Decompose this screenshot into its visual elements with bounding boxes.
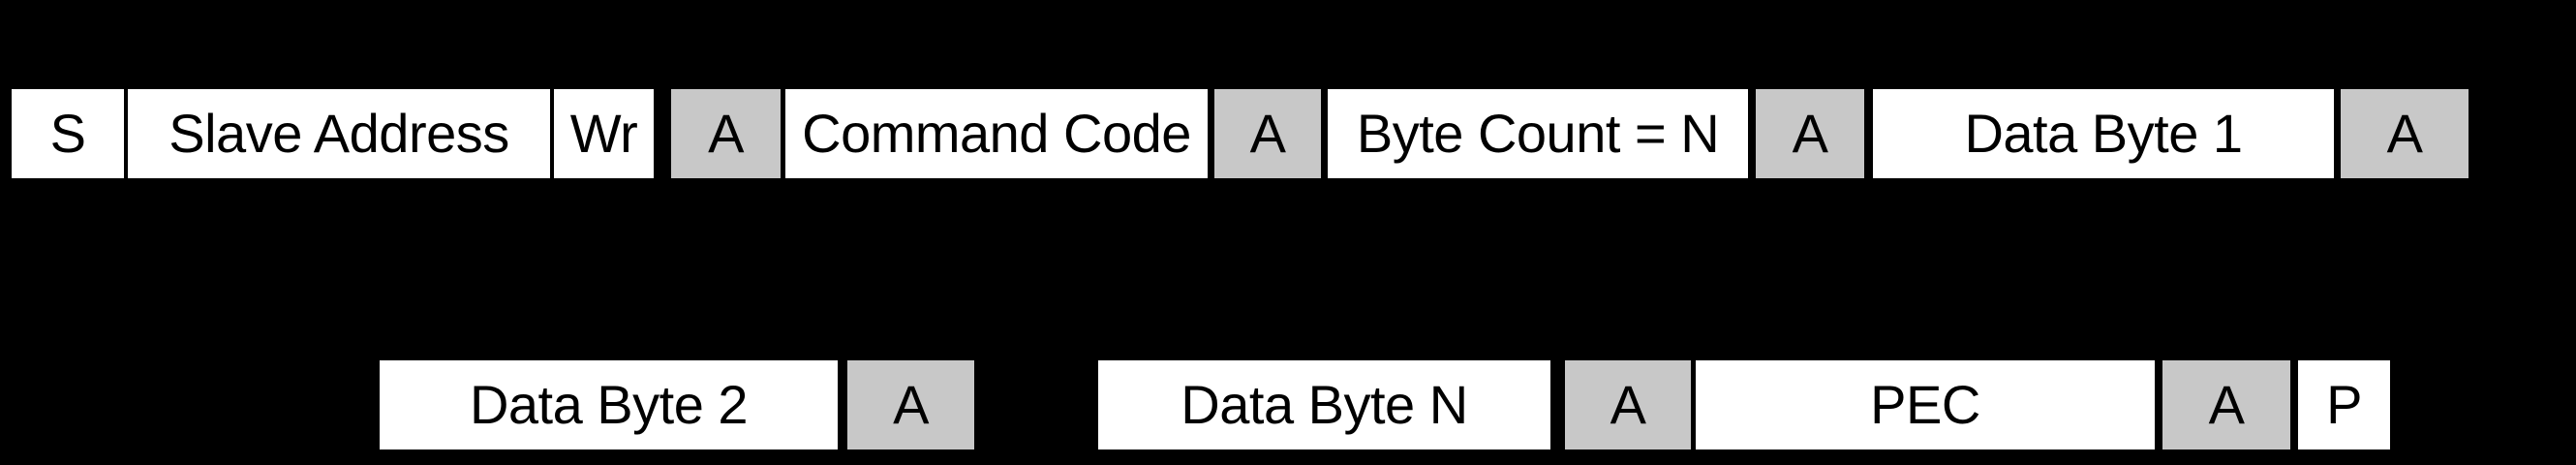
packet-field-p-r2i7: P (2298, 360, 2390, 450)
ack-field-a-r1i4: A (671, 89, 781, 178)
ack-field-a-r1i10: A (2341, 89, 2469, 178)
packet-field-slave-address-r1i2: Slave Address (128, 89, 550, 178)
ack-field-a-r2i6: A (2162, 360, 2290, 450)
ack-field-a-r1i8: A (1756, 89, 1864, 178)
ack-field-a-r2i2: A (847, 360, 974, 450)
packet-field-wr-r1i3: Wr (554, 89, 654, 178)
packet-field-command-code-r1i5: Command Code (785, 89, 1208, 178)
packet-field-byte-count-n-r1i7: Byte Count = N (1328, 89, 1748, 178)
ack-field-a-r2i4: A (1565, 360, 1691, 450)
packet-field-data-byte-n-r2i3: Data Byte N (1098, 360, 1550, 450)
packet-field-pec-r2i5: PEC (1696, 360, 2155, 450)
packet-field-data-byte-2-r2i1: Data Byte 2 (380, 360, 838, 450)
packet-field-s-r1i1: S (12, 89, 124, 178)
packet-field-data-byte-1-r1i9: Data Byte 1 (1873, 89, 2334, 178)
ack-field-a-r1i6: A (1214, 89, 1321, 178)
